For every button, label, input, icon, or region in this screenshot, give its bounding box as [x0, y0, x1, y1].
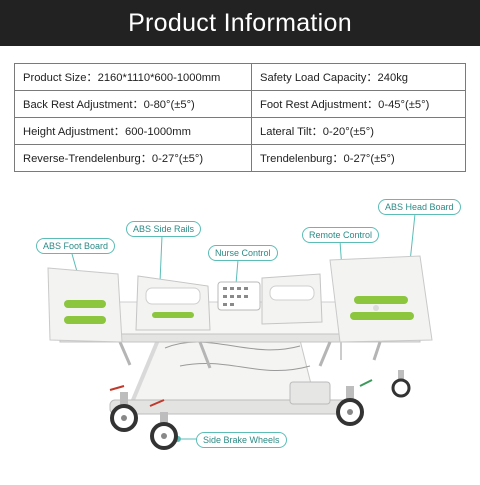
page-title: Product Information: [128, 8, 352, 37]
spec-trendelenburg: Trendelenburg：0-27°(±5°): [251, 144, 466, 172]
spec-foot-rest: Foot Rest Adjustment：0-45°(±5°): [251, 90, 466, 118]
spec-product-size: Product Size：2160*1110*600-1000mm: [14, 63, 252, 91]
bed-scene: ABS Foot Board ABS Side Rails Nurse Cont…: [0, 190, 480, 480]
spec-table: Product Size：2160*1110*600-1000mm Safety…: [14, 63, 466, 172]
spec-back-rest: Back Rest Adjustment：0-80°(±5°): [14, 90, 252, 118]
header-bar: Product Information: [0, 0, 480, 46]
spec-row: Height Adjustment：600-1000mm Lateral Til…: [14, 117, 466, 145]
spec-safety-load: Safety Load Capacity：240kg: [251, 63, 466, 91]
spec-lateral-tilt: Lateral Tilt：0-20°(±5°): [251, 117, 466, 145]
callout-abs-side-rails: ABS Side Rails: [126, 221, 202, 237]
callout-abs-head-board: ABS Head Board: [378, 199, 461, 215]
spec-row: Back Rest Adjustment：0-80°(±5°) Foot Res…: [14, 90, 466, 118]
hospital-bed-illustration: [47, 213, 433, 450]
spec-height: Height Adjustment：600-1000mm: [14, 117, 252, 145]
spec-reverse-trendelenburg: Reverse-Trendelenburg：0-27°(±5°): [14, 144, 252, 172]
callout-remote-control: Remote Control: [302, 227, 380, 243]
callout-nurse-control: Nurse Control: [208, 245, 278, 261]
callout-side-brake-wheels: Side Brake Wheels: [196, 432, 287, 448]
callout-abs-foot-board: ABS Foot Board: [36, 238, 116, 254]
spec-row: Product Size：2160*1110*600-1000mm Safety…: [14, 63, 466, 91]
spec-row: Reverse-Trendelenburg：0-27°(±5°) Trendel…: [14, 144, 466, 172]
